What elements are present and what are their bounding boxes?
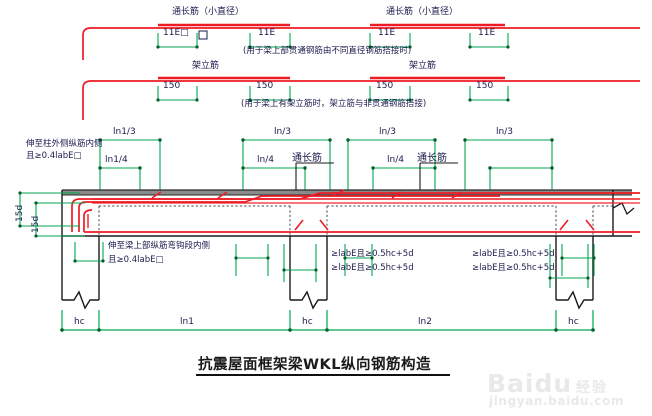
dimension-ln-third-4: ln/3 xyxy=(496,127,513,137)
rebar-cut-marks xyxy=(151,189,462,199)
dimension-ln-third-2: ln/3 xyxy=(274,127,291,137)
bottom-dimension-chain xyxy=(61,310,594,331)
dimension-ln-quarter-1: ln/4 xyxy=(257,155,274,165)
detail-top-rebar xyxy=(82,23,640,60)
detail-top-lap-label-1: 11E□ xyxy=(163,28,189,38)
main-rebar-bottom xyxy=(83,209,640,233)
right-lap-annotation-2: ≥labE且≥0.5hc+5d xyxy=(472,263,555,273)
detail-second-lap-label-1: 150 xyxy=(163,81,181,91)
mid-column xyxy=(289,236,328,310)
mid-lap-annotation-1: ≥labE且≥0.5hc+5d xyxy=(331,249,414,259)
through-bar-label-2: 通长筋 xyxy=(417,153,447,164)
title-underline xyxy=(196,374,450,376)
detail-second-left-note: 架立筋 xyxy=(192,61,220,71)
detail-second-caption: (用于梁上有架立筋时，架立筋与非贯通钢筋搭接) xyxy=(241,99,427,109)
dimension-ln1-third: ln1/3 xyxy=(113,127,136,137)
detail-top-lap-label-2: 11E xyxy=(258,28,276,38)
bottom-dimension-hc-3: hc xyxy=(568,317,579,327)
detail-top-lap-label-3: 11E xyxy=(378,28,396,38)
left-annotation-leader xyxy=(74,242,104,262)
detail-top-right-note: 通长筋（小直径） xyxy=(386,7,459,17)
hook-dimension-15d xyxy=(19,192,85,237)
watermark-brand-cn: 经验 xyxy=(576,380,608,396)
hook-label-15d-outer: 15d xyxy=(15,204,25,222)
watermark-brand: Baidu xyxy=(487,369,573,398)
beam-core-dashed xyxy=(98,205,613,236)
left-column xyxy=(61,190,100,310)
detail-top-lap-label-4: 11E xyxy=(478,28,496,38)
right-lap-annotation-1: ≥labE且≥0.5hc+5d xyxy=(472,249,555,259)
hook-label-15d-inner: 15d xyxy=(31,215,41,233)
right-lap-dimension-leaders xyxy=(549,244,595,288)
mid-lap-dimension-leaders xyxy=(235,244,373,282)
mid-lap-annotation-2: ≥labE且≥0.5hc+5d xyxy=(331,263,414,273)
bottom-dimension-hc-1: hc xyxy=(74,317,85,327)
main-rebar-top xyxy=(71,192,640,232)
right-column xyxy=(555,236,594,310)
detail-second-right-note: 架立筋 xyxy=(409,61,437,71)
bottom-dimension-ln1: ln1 xyxy=(180,317,194,327)
detail-second-lap-label-4: 150 xyxy=(476,81,494,91)
dimension-ln1-quarter: ln1/4 xyxy=(105,155,128,165)
through-bar-label-1: 通长筋 xyxy=(292,153,322,164)
detail-top-left-note: 通长筋（小直径） xyxy=(172,7,245,17)
main-top-dimension-lines xyxy=(99,139,553,195)
detail-second-dimensions xyxy=(157,86,509,101)
dimension-ln-quarter-2: ln/4 xyxy=(387,155,404,165)
detail-second-lap-label-2: 150 xyxy=(256,81,274,91)
through-bar-leaders xyxy=(295,162,458,190)
bottom-dimension-ln2: ln2 xyxy=(418,317,432,327)
beam-outline xyxy=(62,190,635,237)
watermark-url: jingyan.baidu.com xyxy=(489,394,624,408)
left-annotation-line2: 且≥0.4labE□ xyxy=(26,151,82,161)
left-annotation-line1: 伸至柱外侧纵筋内侧 xyxy=(26,139,103,149)
dimension-ln-third-3: ln/3 xyxy=(379,127,396,137)
detail-second-rebar xyxy=(82,76,640,120)
inner-annotation-line1: 伸至梁上部纵筋弯钩段内侧 xyxy=(108,241,211,251)
bottom-dimension-hc-2: hc xyxy=(302,317,313,327)
inner-annotation-line2: 且≥0.4labE□ xyxy=(108,255,164,265)
detail-second-lap-label-3: 150 xyxy=(376,81,394,91)
drawing-title: 抗震屋面框架梁WKL纵向钢筋构造 xyxy=(198,357,431,373)
bottom-rebar-lap-marks xyxy=(294,219,595,231)
detail-top-caption: (用于梁上部贯通钢筋由不同直径钢筋搭接时) xyxy=(243,46,412,56)
